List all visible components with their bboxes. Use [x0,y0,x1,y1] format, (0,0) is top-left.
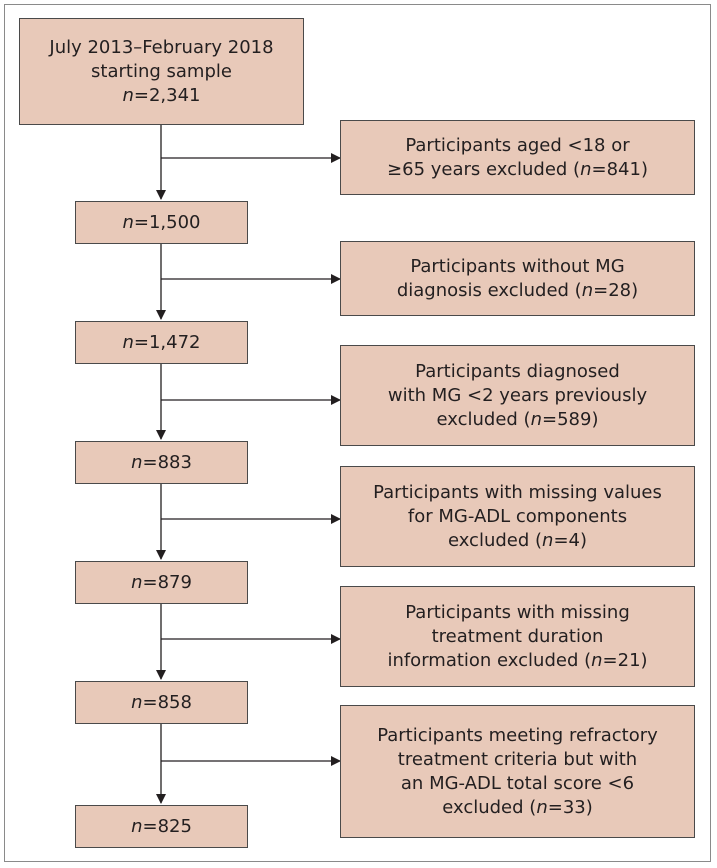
exclusion-box-1: Participants aged <18 or ≥65 years exclu… [340,120,695,195]
remaining-box-4: n=879 [75,561,248,604]
exclusion-text: for MG-ADL components [407,505,628,527]
remaining-box-5: n=858 [75,681,248,724]
start-line-1: July 2013–February 2018 [49,36,274,58]
exclusion-text: Participants diagnosed [415,360,620,382]
exclusion-text: Participants aged <18 or [405,134,630,156]
remaining-count: =825 [142,815,192,837]
remaining-count: =1,472 [133,331,201,353]
exclusion-box-5: Participants with missing treatment dura… [340,586,695,687]
n-symbol: n [122,211,134,233]
exclusion-text: information excluded (n=21) [387,649,648,671]
start-box: July 2013–February 2018 starting sample … [19,18,304,125]
start-count: n=2,341 [122,84,201,106]
remaining-box-6: n=825 [75,805,248,848]
exclusion-text: treatment duration [431,625,604,647]
n-symbol: n [131,451,143,473]
exclusion-text: treatment criteria but with [397,748,638,770]
exclusion-text: with MG <2 years previously [387,384,648,406]
exclusion-text: excluded (n=33) [442,796,593,818]
exclusion-box-2: Participants without MG diagnosis exclud… [340,241,695,316]
remaining-count: =1,500 [133,211,201,233]
start-line-2: starting sample [91,60,232,82]
figure-frame [4,4,711,862]
exclusion-box-6: Participants meeting refractory treatmen… [340,705,695,838]
exclusion-text: Participants meeting refractory [377,724,658,746]
remaining-count: =858 [142,691,192,713]
exclusion-text: an MG-ADL total score <6 [400,772,635,794]
remaining-count: =879 [142,571,192,593]
exclusion-text: ≥65 years excluded (n=841) [387,158,648,180]
n-symbol: n [131,691,143,713]
remaining-box-2: n=1,472 [75,321,248,364]
remaining-count: =883 [142,451,192,473]
n-symbol: n [122,331,134,353]
exclusion-box-3: Participants diagnosed with MG <2 years … [340,345,695,446]
n-symbol: n [131,571,143,593]
exclusion-text: Participants without MG [410,255,625,277]
remaining-box-3: n=883 [75,441,248,484]
n-symbol: n [131,815,143,837]
remaining-box-1: n=1,500 [75,201,248,244]
exclusion-text: excluded (n=4) [447,529,588,551]
exclusion-box-4: Participants with missing values for MG-… [340,466,695,567]
exclusion-text: Participants with missing values [373,481,662,503]
exclusion-text: excluded (n=589) [436,408,599,430]
exclusion-text: diagnosis excluded (n=28) [396,279,639,301]
exclusion-text: Participants with missing [405,601,630,623]
